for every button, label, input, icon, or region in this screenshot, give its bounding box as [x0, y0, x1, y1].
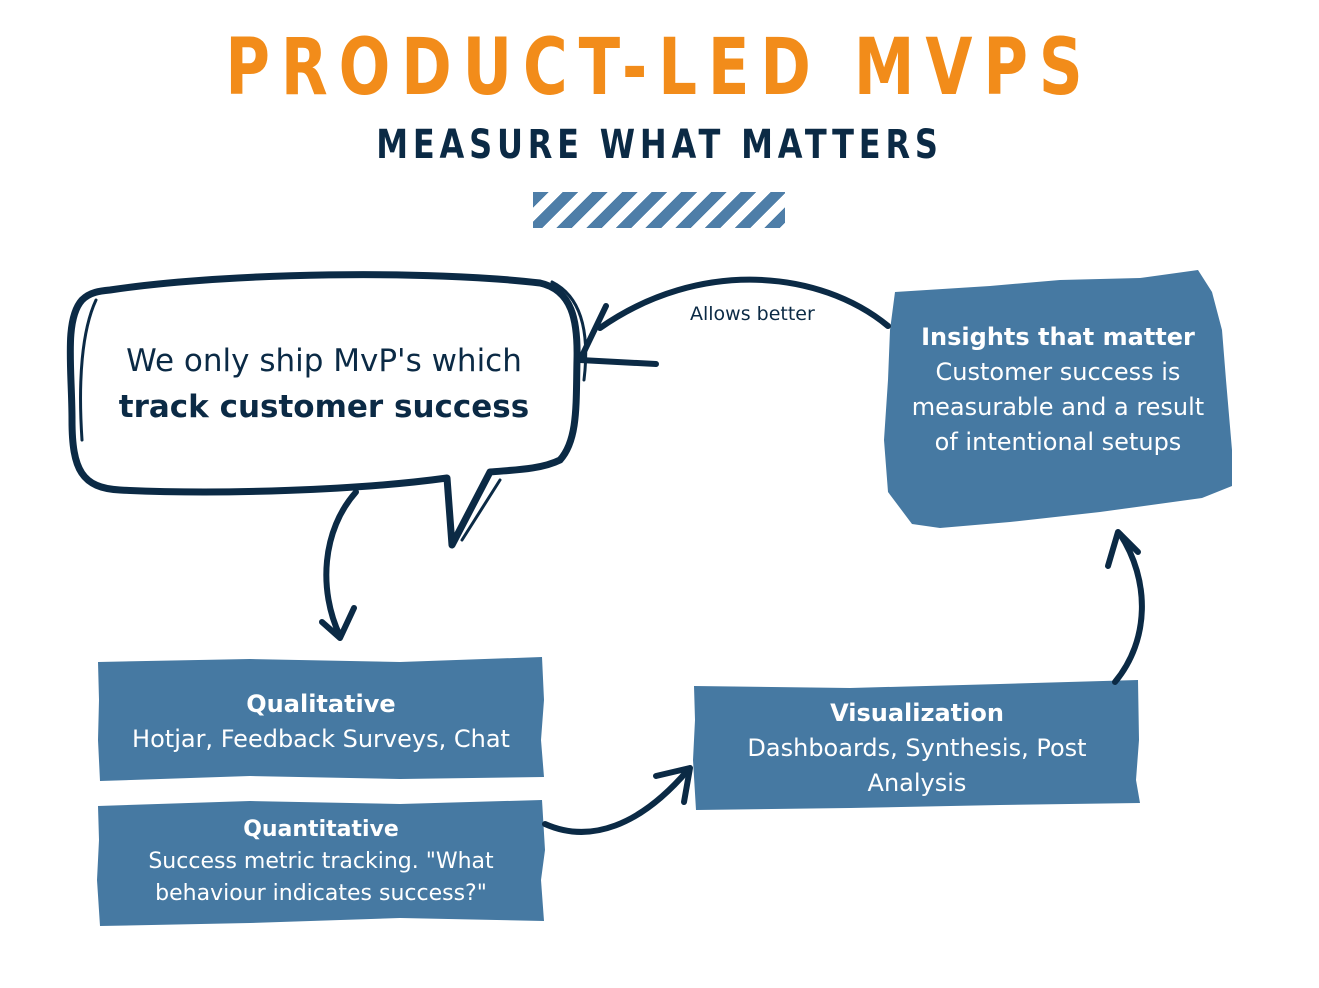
arrow-bubble-to-qualitative-head: [319, 605, 357, 641]
visualization-box: [693, 680, 1140, 810]
insights-body: Customer success is measurable and a res…: [911, 358, 1205, 456]
insights-text: Insights that matter Customer success is…: [898, 320, 1218, 460]
quantitative-title: Quantitative: [243, 817, 399, 842]
striped-divider: [533, 192, 785, 228]
arrow-insights-to-bubble-head: [577, 303, 659, 367]
visualization-title: Visualization: [830, 699, 1004, 727]
arrow-label: Allows better: [690, 303, 815, 325]
arrow-quantitative-to-visualization-head: [653, 765, 693, 805]
insights-title: Insights that matter: [921, 323, 1195, 351]
qualitative-box: [98, 657, 544, 781]
quantitative-body: Success metric tracking. "What behaviour…: [148, 849, 494, 906]
insights-box: [884, 270, 1232, 528]
arrow-quantitative-to-visualization: [542, 767, 691, 835]
bubble-line-2: track customer success: [118, 389, 530, 425]
arrow-bubble-to-qualitative: [323, 489, 359, 639]
visualization-body: Dashboards, Synthesis, Post Analysis: [747, 734, 1087, 797]
speech-bubble: [66, 271, 588, 549]
bubble-statement: We only ship MvP's which track customer …: [96, 338, 552, 430]
page-title: PRODUCT-LED MVPS: [225, 23, 1094, 113]
arrow-visualization-to-insights: [1112, 531, 1145, 685]
bubble-line-1: We only ship MvP's which: [126, 343, 522, 379]
qualitative-text: Qualitative Hotjar, Feedback Surveys, Ch…: [100, 687, 542, 757]
page-subtitle: MEASURE WHAT MATTERS: [376, 122, 943, 168]
qualitative-title: Qualitative: [246, 690, 396, 718]
qualitative-body: Hotjar, Feedback Surveys, Chat: [132, 725, 510, 753]
visualization-text: Visualization Dashboards, Synthesis, Pos…: [696, 696, 1138, 801]
quantitative-box: [97, 800, 545, 926]
arrow-visualization-to-insights-head: [1105, 529, 1141, 569]
arrow-insights-to-bubble: [597, 276, 891, 331]
quantitative-text: Quantitative Success metric tracking. "W…: [100, 814, 542, 910]
